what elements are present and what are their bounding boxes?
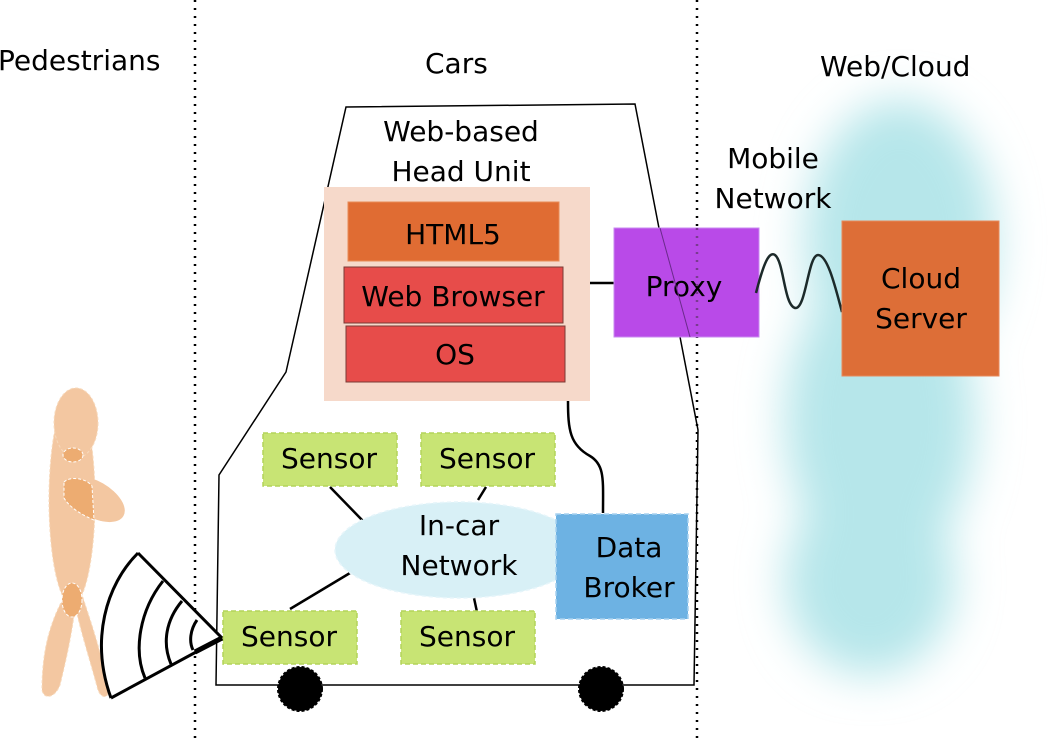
data-broker-box: Data Broker [555, 513, 689, 620]
radar-beam-icon [100, 551, 224, 700]
data-broker-label-line2: Broker [583, 571, 675, 604]
zone-title-pedestrians: Pedestrians [0, 44, 160, 77]
mobile-network-label-line2: Network [715, 182, 833, 215]
sensor-top-right: Sensor [420, 432, 556, 487]
in-car-network: In-car Network [334, 501, 584, 599]
head-unit-layer-os: OS [345, 325, 566, 383]
head-unit-title-line2: Head Unit [391, 155, 530, 188]
layer-label-os: OS [435, 338, 475, 371]
cloud-server-box: Cloud Server [841, 220, 1000, 377]
head-unit-layer-html5: HTML5 [347, 201, 560, 262]
connector-sensor4-network [472, 597, 479, 613]
data-broker-label-line1: Data [596, 531, 663, 564]
sensor-label: Sensor [281, 442, 377, 475]
layer-label-web-browser: Web Browser [361, 280, 545, 313]
sensor-bottom-left: Sensor [222, 610, 358, 665]
sensor-label: Sensor [439, 442, 535, 475]
in-car-network-label-line1: In-car [419, 509, 500, 542]
proxy-label: Proxy [646, 270, 723, 303]
sensor-label: Sensor [241, 620, 337, 653]
layer-label-html5: HTML5 [405, 218, 501, 251]
connector-headunit-databroker [566, 400, 605, 514]
car-wheel-front-icon [277, 666, 323, 712]
cloud-server-label-line1: Cloud [881, 262, 961, 295]
car-outline-overlay [659, 227, 691, 338]
car-body-outline [215, 103, 699, 686]
head-unit-title-line1: Web-based [383, 115, 539, 148]
zone-title-cars: Cars [425, 47, 488, 80]
mobile-network-label-line1: Mobile [727, 142, 819, 175]
in-car-network-label-line2: Network [401, 549, 519, 582]
pedestrian-icon [41, 387, 125, 697]
proxy-box: Proxy [613, 227, 760, 338]
sensor-label: Sensor [419, 620, 515, 653]
car-wheel-rear-icon [578, 666, 624, 712]
connector-sensor3-network [289, 571, 351, 611]
zone-title-web-cloud: Web/Cloud [820, 50, 970, 83]
wireless-link-icon [754, 253, 844, 313]
sensor-top-left: Sensor [262, 432, 398, 487]
connector-sensor2-network [476, 486, 488, 501]
connector-sensor1-network [329, 486, 364, 522]
cloud-server-label-line2: Server [875, 302, 967, 335]
sensor-bottom-middle: Sensor [400, 610, 536, 665]
head-unit-layer-web-browser: Web Browser [343, 266, 564, 324]
